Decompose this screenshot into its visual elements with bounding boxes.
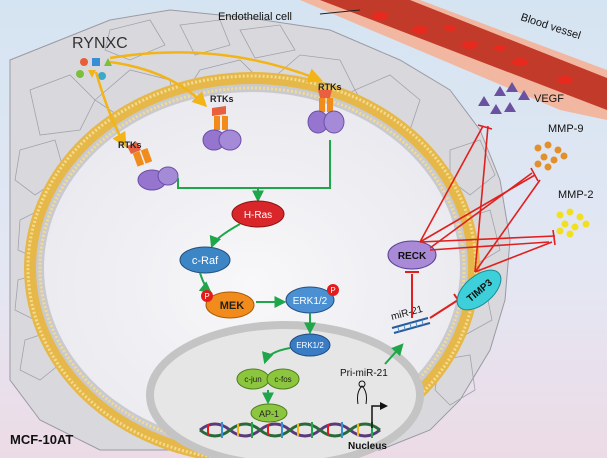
rtk-receptor-3	[307, 90, 345, 134]
mek-phospho-label: P	[204, 292, 209, 301]
drug-particles	[76, 58, 112, 80]
mmp9-molecules	[534, 141, 568, 171]
mek-label: MEK	[220, 300, 245, 312]
blood-vessel	[300, 0, 607, 120]
rtk-label-3: RTKs	[318, 82, 342, 92]
mmp2-label: MMP-2	[558, 189, 593, 201]
mmp9-label: MMP-9	[548, 123, 583, 135]
hras-label: H-Ras	[244, 210, 272, 221]
rtk-to-hras-arrow	[177, 140, 331, 203]
drug-label: RYNXC	[72, 35, 128, 52]
erk-nuclear-label: ERK1/2	[296, 341, 324, 350]
hras-to-craf-arrow	[209, 223, 241, 249]
transcription-start-icon	[357, 380, 388, 428]
mek-phospho-icon	[201, 290, 213, 302]
endothelial-label: Endothelial cell	[218, 11, 292, 23]
reck-label: RECK	[398, 251, 427, 262]
mek-node	[205, 291, 255, 319]
vegf-label: VEGF	[534, 93, 564, 105]
erk-phospho-icon	[327, 284, 339, 296]
rtk-receptor-1	[127, 142, 179, 191]
timp3-node	[456, 269, 502, 311]
hras-node	[231, 200, 285, 228]
primir-to-mir-arrow	[384, 343, 404, 365]
cfos-node	[266, 368, 300, 390]
rtk-receptor-2	[202, 106, 242, 151]
endothelial-pointer	[319, 9, 361, 15]
inhibition-lines	[419, 124, 556, 273]
mir21-strand	[391, 317, 431, 334]
reck-node	[387, 240, 437, 270]
drug-arrows	[94, 51, 323, 148]
erk-nuclear-node	[289, 333, 331, 357]
ap1-label: AP-1	[259, 409, 279, 419]
vegf-molecules	[478, 82, 530, 114]
nucleus-envelope	[146, 321, 424, 458]
mmp2-molecules	[556, 208, 590, 238]
craf-label: c-Raf	[192, 255, 219, 267]
craf-node	[179, 246, 231, 274]
cjun-label: c-jun	[244, 375, 261, 384]
rtk-label-2: RTKs	[210, 94, 234, 104]
cfos-label: c-fos	[274, 375, 291, 384]
nucleus-label: Nucleus	[348, 441, 387, 452]
erk-label: ERK1/2	[293, 296, 328, 307]
rtk-label-1: RTKs	[118, 140, 142, 150]
primir21-label: Pri-miR-21	[340, 368, 388, 379]
erk-to-ap1-arrow	[262, 347, 291, 365]
erk-phospho-label: P	[330, 286, 335, 295]
cellline-label: MCF-10AT	[10, 432, 73, 447]
ap1-node	[250, 403, 288, 423]
